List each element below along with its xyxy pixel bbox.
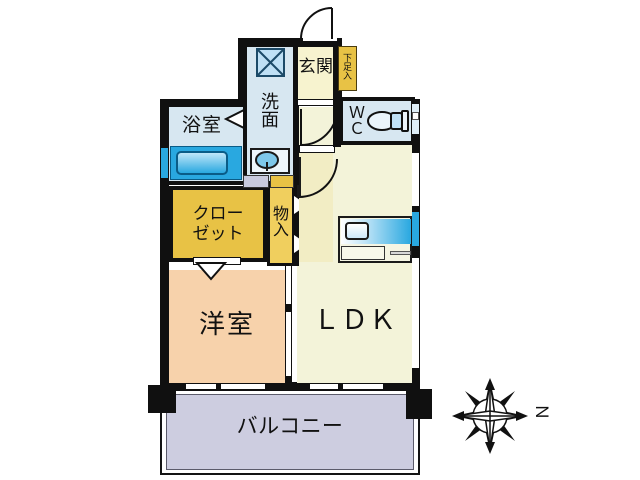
room-genkan xyxy=(298,47,333,102)
genkan-label: 玄関 xyxy=(298,56,334,77)
window-ldk-right xyxy=(343,384,383,389)
washbasin-bowl-icon xyxy=(255,151,279,171)
compass-rose xyxy=(452,378,528,454)
room-closet xyxy=(173,190,263,258)
room-yoshitsu xyxy=(169,270,285,383)
wc-label-char2: Ｃ xyxy=(348,119,365,138)
hallway xyxy=(299,150,333,262)
closet-label: クロー ゼット xyxy=(173,190,263,258)
monoire-label-char1: 物 xyxy=(272,203,289,223)
washroom-cabinet-lower-right xyxy=(270,175,294,188)
balcony-floor xyxy=(166,394,414,470)
washroom-cabinet-lower xyxy=(243,175,269,188)
shoe-cabinet xyxy=(338,46,357,91)
kitchen-lower-cabinet xyxy=(341,246,385,260)
monoire-label-char2: 入 xyxy=(272,220,289,239)
pillar-bottom-right xyxy=(406,389,432,419)
washing-machine-cross-icon xyxy=(256,48,285,77)
window-wc-east-handle xyxy=(412,112,419,120)
wc-label-char1: Ｗ xyxy=(348,102,365,122)
closet-label-line1: クロー xyxy=(192,203,244,224)
closet-door-direction-arrow xyxy=(194,262,228,281)
toilet-icon xyxy=(367,110,409,132)
sliding-door-yoshitsu-ldk-upper xyxy=(286,266,291,304)
getabako-label-char3: 入 xyxy=(342,72,352,83)
kitchen-sink-bowl xyxy=(345,222,369,240)
room-monoire xyxy=(270,181,292,263)
hall-door-swing-lower xyxy=(297,157,338,199)
yokushitsu-label: 浴室 xyxy=(181,113,222,136)
wc-label: Ｗ Ｃ xyxy=(345,101,369,141)
wall-genkan-wc-vert xyxy=(333,97,341,147)
outer-wall-bottom xyxy=(160,382,420,391)
sliding-door-yoshitsu-ldk-lower xyxy=(286,312,291,376)
outer-wall-upper-top xyxy=(238,38,342,47)
bathtub-inner xyxy=(176,151,228,175)
window-ldk-east-mid xyxy=(412,212,419,246)
closet-label-line2: ゼット xyxy=(192,224,244,244)
window-ldk-east-upper xyxy=(412,153,419,206)
entrance-door-swing xyxy=(300,7,333,40)
window-yoshitsu-right xyxy=(221,384,265,389)
genkan-step-line xyxy=(298,99,333,106)
senmen-label-char1: 洗 xyxy=(261,91,279,113)
ldk-label: ＬＤＫ xyxy=(313,304,397,336)
getabako-label-char2: 足 xyxy=(342,62,352,73)
senmen-label: 洗 面 xyxy=(247,82,293,142)
outer-wall-upper-right xyxy=(333,38,342,102)
senmen-label-char2: 面 xyxy=(261,110,279,131)
window-yoshitsu-left xyxy=(186,384,216,389)
window-ldk-left xyxy=(310,384,338,389)
outer-wall-left xyxy=(160,99,169,391)
compass-north-label: Ｎ xyxy=(531,403,552,421)
yoshitsu-label: 洋室 xyxy=(198,310,255,340)
getabako-label: 下 足 入 xyxy=(338,46,357,91)
entrance-door-opening xyxy=(303,36,337,41)
kitchen-counter-handle xyxy=(390,251,411,255)
monoire-label: 物 入 xyxy=(270,181,292,263)
window-yokushitsu-west xyxy=(161,148,168,178)
window-ldk-east-lower xyxy=(412,258,419,368)
outer-wall-upper-left xyxy=(238,38,247,102)
hall-door-sill xyxy=(299,145,335,153)
balcony-label: バルコニー xyxy=(236,413,344,438)
getabako-label-char1: 下 xyxy=(342,53,352,64)
